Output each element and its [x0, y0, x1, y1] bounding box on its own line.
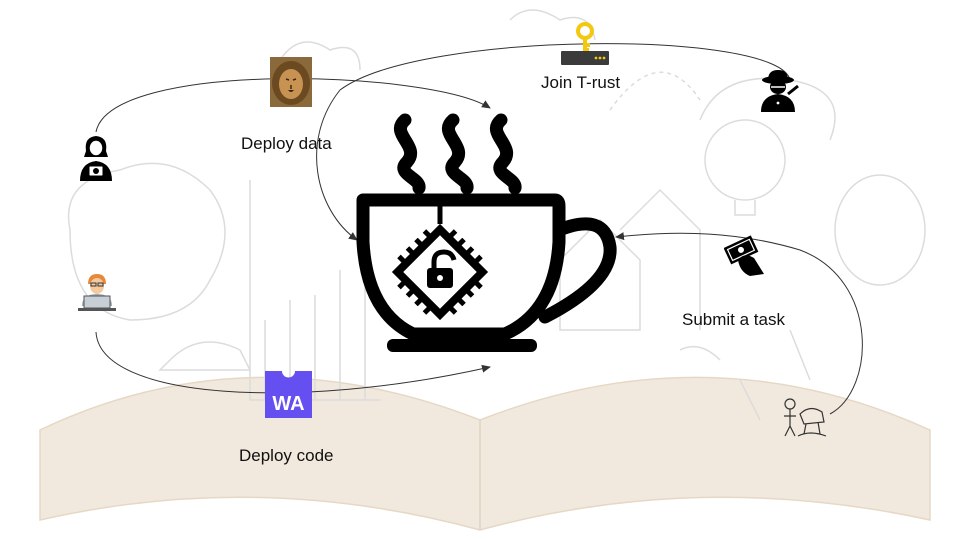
hand-with-money-icon — [724, 235, 764, 276]
key-icon — [561, 22, 609, 65]
join-trust-label: Join T-rust — [541, 73, 621, 92]
lion-photo-icon — [270, 57, 312, 107]
coffee-cup-with-chip-icon — [356, 113, 617, 352]
wa-logo-text: WA — [272, 393, 304, 415]
server-icon — [561, 51, 609, 65]
woman-with-camera-icon — [80, 136, 112, 181]
arrow-task-to-cup — [615, 232, 863, 415]
arrow-trust-to-cup — [316, 43, 791, 241]
lightbulb-sketch — [704, 119, 786, 201]
piggy-bank-sketch — [834, 174, 926, 286]
deploy-code-label: Deploy code — [239, 446, 334, 465]
deploy-data-label: Deploy data — [241, 134, 332, 153]
book-illustration — [39, 376, 931, 531]
submit-task-label: Submit a task — [682, 310, 785, 329]
sketch-figures-icon — [784, 398, 827, 437]
webassembly-logo-icon: WA — [265, 371, 312, 418]
detective-icon — [761, 70, 799, 112]
arrow-developer-to-cup — [95, 331, 491, 394]
developer-laptop-icon — [78, 274, 116, 311]
unlocked-padlock-icon — [427, 249, 457, 288]
